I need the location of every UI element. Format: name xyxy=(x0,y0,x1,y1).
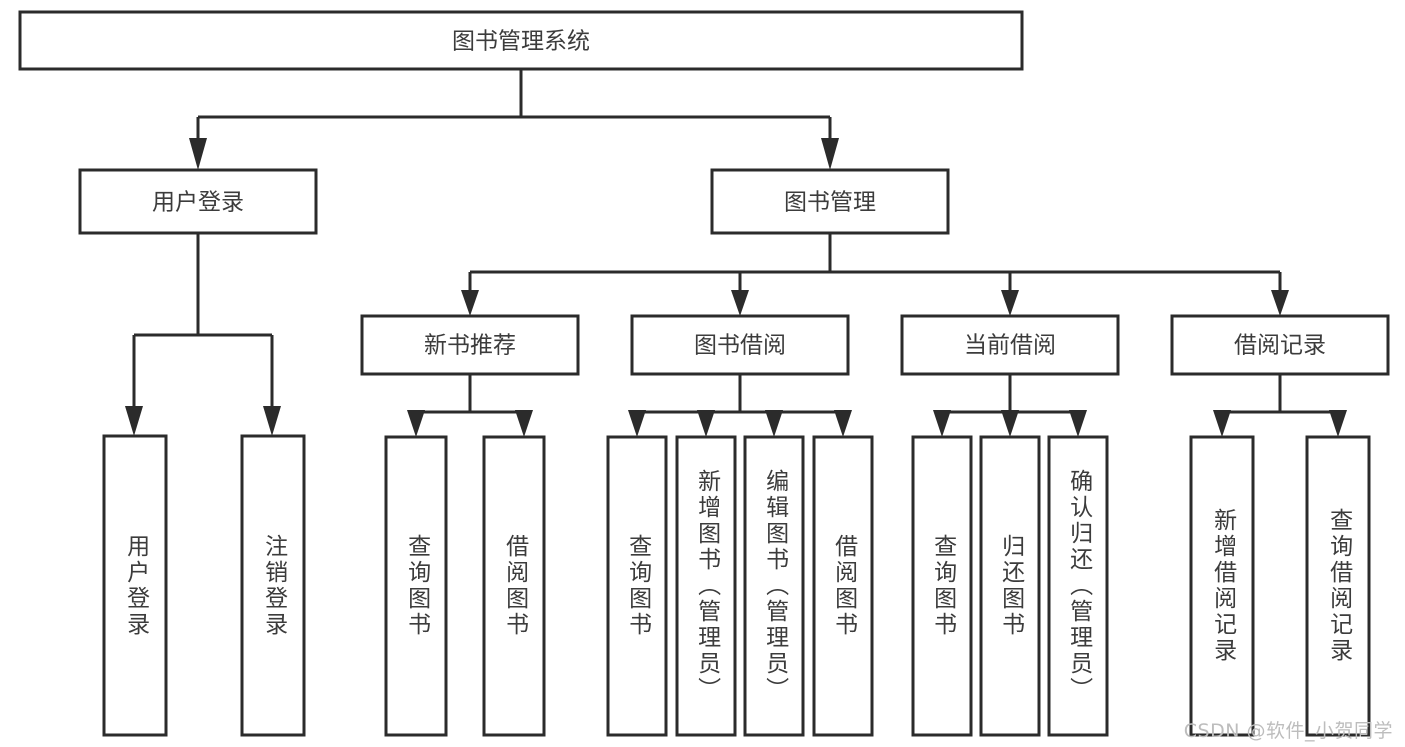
arrow-to-book-borrow xyxy=(731,290,749,316)
node-leaf-query-record-box[interactable] xyxy=(1305,435,1371,737)
node-leaf-edit-book-box[interactable] xyxy=(743,435,805,737)
node-current-borrow-label: 当前借阅 xyxy=(964,333,1056,359)
node-borrow-record-label: 借阅记录 xyxy=(1234,333,1326,359)
node-book-borrow-label: 图书借阅 xyxy=(694,333,786,359)
arrow-to-leaf-edit-book xyxy=(765,410,783,437)
node-leaf-logout-box[interactable] xyxy=(240,434,306,737)
node-leaf-add-book-box[interactable] xyxy=(675,435,737,737)
arrow-to-leaf-query-record xyxy=(1329,410,1347,437)
node-leaf-query-book-1-box[interactable] xyxy=(384,435,448,737)
node-leaf-confirm-return-box[interactable] xyxy=(1047,435,1109,737)
node-user-login-box[interactable] xyxy=(78,168,318,235)
csdn-watermark: CSDN @软件_小贺同学 xyxy=(1183,720,1393,742)
arrow-to-book-manage xyxy=(821,138,839,170)
node-root-box[interactable] xyxy=(18,10,1024,71)
arrow-to-leaf-confirm-return xyxy=(1069,410,1087,437)
node-book-manage-label: 图书管理 xyxy=(784,190,876,216)
arrow-to-leaf-borrow-book-1 xyxy=(515,410,533,437)
node-new-book-recommend-box[interactable] xyxy=(360,314,580,376)
node-borrow-record-box[interactable] xyxy=(1170,314,1390,376)
node-layer: 图书管理系统 用户登录 图书管理 新书推荐 图书借阅 当前借阅 借阅记录 xyxy=(18,10,1390,737)
arrow-to-leaf-query-book-1 xyxy=(407,410,425,437)
node-leaf-query-book-2-box[interactable] xyxy=(606,435,668,737)
arrow-to-leaf-add-book xyxy=(697,410,715,437)
arrow-to-leaf-borrow-book-2 xyxy=(834,410,852,437)
node-book-manage-box[interactable] xyxy=(710,168,950,235)
arrow-to-leaf-add-record xyxy=(1213,410,1231,437)
arrow-to-current-borrow xyxy=(1001,290,1019,316)
node-leaf-return-book-box[interactable] xyxy=(979,435,1041,737)
node-leaf-query-book-3-box[interactable] xyxy=(911,435,973,737)
arrow-to-user-login xyxy=(189,138,207,170)
arrow-to-leaf-query-book-3 xyxy=(933,410,951,437)
arrow-to-leaf-return-book xyxy=(1001,410,1019,437)
node-leaf-add-record-box[interactable] xyxy=(1189,435,1255,737)
arrow-to-new-book xyxy=(461,290,479,316)
node-leaf-borrow-book-2-box[interactable] xyxy=(812,435,874,737)
node-current-borrow-box[interactable] xyxy=(900,314,1120,376)
node-book-borrow-box[interactable] xyxy=(630,314,850,376)
arrow-to-leaf-logout xyxy=(263,406,281,436)
node-root-label: 图书管理系统 xyxy=(452,29,590,55)
node-leaf-borrow-book-1-box[interactable] xyxy=(482,435,546,737)
arrow-to-leaf-user-login xyxy=(125,406,143,436)
node-new-book-recommend-label: 新书推荐 xyxy=(424,333,516,359)
arrowhead-layer xyxy=(125,138,1347,437)
arrow-to-leaf-query-book-2 xyxy=(628,410,646,437)
arrow-to-borrow-record xyxy=(1271,290,1289,316)
node-user-login-label: 用户登录 xyxy=(152,190,244,216)
node-leaf-user-login-box[interactable] xyxy=(102,434,168,737)
